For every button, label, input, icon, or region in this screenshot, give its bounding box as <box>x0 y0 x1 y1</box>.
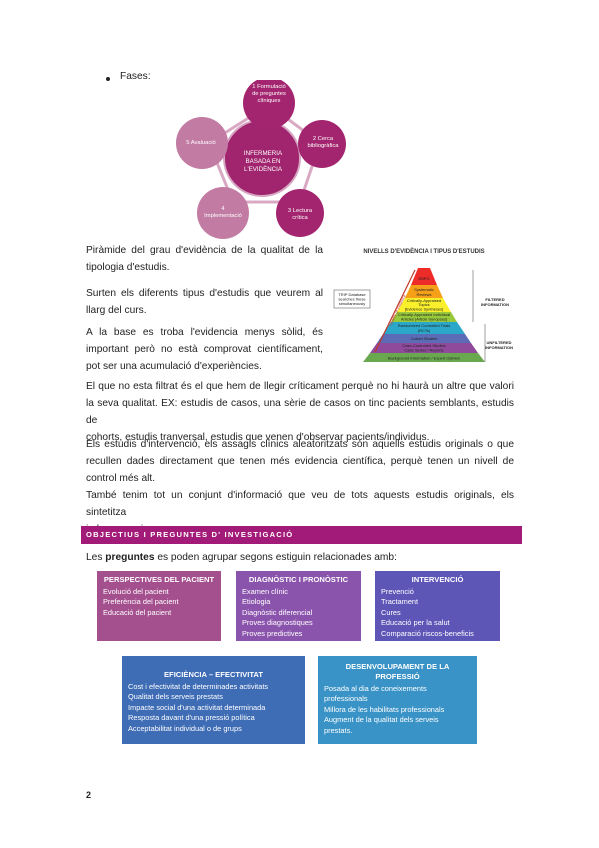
box-eficiencia-title: EFICIÈNCIA – EFECTIVITAT <box>163 670 263 679</box>
box-desenvolupament-item: prestats. <box>324 725 353 735</box>
box-perspectives: PERSPECTIVES DEL PACIENT Evolució del pa… <box>97 571 221 641</box>
box-diagnostic-item: Proves predictives <box>242 628 303 638</box>
pyramid-level-4 <box>391 312 457 322</box>
box-intervencio-item: Comparació riscos-beneficis <box>381 628 474 638</box>
pyramid-level-2-label-a: Systematic <box>414 287 434 292</box>
box-eficiencia-item: Acceptabilitat individual o de grups <box>128 723 242 733</box>
filtered-label-b: INFORMATION <box>481 302 509 307</box>
box-eficiencia-item: Cost i efectivitat de determinades activ… <box>128 682 269 691</box>
pyramid-title: NIVELLS D'EVIDÈNCIA I TIPUS D'ESTUDIS <box>363 247 484 255</box>
filtered-label-a: FILTERED <box>485 297 504 302</box>
pyramid-level-2 <box>405 285 443 298</box>
cycle-step-5-text: 5 Avaluació <box>186 140 216 146</box>
box-perspectives-item: Preferència del pacient <box>103 597 179 607</box>
pyramid-level-3-label-c: [Evidence Syntheses] <box>405 307 443 312</box>
pyramid-level-4-label-b: Articles [Article Synopses] <box>401 317 447 322</box>
paragraph-intervention: Els estudis d'intervenció, els assagis c… <box>86 439 514 484</box>
pyramid-level-5-label-b: (RCTs) <box>418 328 431 333</box>
box-diagnostic-title: DIAGNÒSTIC I PRONÒSTIC <box>248 575 349 584</box>
box-desenvolupament-item: Augment de la qualitat dels serveis <box>324 715 439 725</box>
box-intervencio-item: Tractament <box>381 597 419 607</box>
trip-label-a: TRIP Database <box>338 292 366 297</box>
ebn-cycle-diagram <box>176 80 346 239</box>
pyramid-level-7-label-b: Case Series / Reports <box>404 348 443 353</box>
box-eficiencia: EFICIÈNCIA – EFECTIVITAT Cost i efectivi… <box>122 656 305 744</box>
pyramid-level-7-label-a: Case-Controlled Studies <box>402 343 445 348</box>
box-desenvolupament-item: professionals <box>324 694 368 704</box>
trip-database-box <box>333 289 371 309</box>
pyramid-level-5 <box>383 322 465 334</box>
box-perspectives-item: Educació del pacient <box>103 607 172 617</box>
pyramid-level-7 <box>370 343 478 353</box>
pyramid-level-1-label: EBPG <box>418 276 429 281</box>
unfiltered-label-a: UNFILTERED <box>486 340 511 345</box>
cycle-step-3-text: 3 Lectura crítica <box>287 208 313 221</box>
pyramid-level-1 <box>411 268 437 285</box>
cycle-step-3-circle <box>276 189 324 237</box>
cycle-step-2-text: 2 Cerca bibliogràfica <box>307 136 339 149</box>
cycle-step-5-circle <box>176 117 228 169</box>
questions-intro: Les preguntes es poden agrupar segons es… <box>86 552 397 563</box>
box-eficiencia-item: Resposta davant d'una pressió política <box>128 713 255 723</box>
section-header-bar: OBJECTIUS I PREGUNTES D' INVESTIGACIÓ <box>81 526 522 544</box>
pyramid-level-6 <box>377 334 471 343</box>
box-diagnostic-item: Etiologia <box>242 597 271 607</box>
pyramid-level-3-label-b: Topics <box>418 302 429 307</box>
pyramid-level-2-label-b: Reviews <box>416 292 431 297</box>
pyramid-level-6-label: Cohort Studies <box>411 336 437 341</box>
page-number: 2 <box>86 790 92 800</box>
box-perspectives-item: Evolució del pacient <box>103 587 169 596</box>
cycle-step-4-circle <box>197 187 249 239</box>
pyramid-level-8-label: Background Information / Expert Opinion <box>388 356 460 361</box>
box-diagnostic-item: Diagnòstic diferencial <box>242 607 313 617</box>
box-desenvolupament-title-b: PROFESSIÓ <box>375 672 420 681</box>
cycle-center-text: INFERMERIA BASADA EN L'EVIDÈNCIA <box>243 150 283 173</box>
paragraph-pyramid-base: A la base es troba l'evidencia menys sòl… <box>86 327 323 372</box>
bullet-label: Fases: <box>120 71 151 82</box>
box-intervencio: INTERVENCIÓ Prevenció Tractament Cures E… <box>375 571 500 641</box>
box-eficiencia-item: Impacte social d'una activitat determina… <box>128 702 266 712</box>
box-diagnostic-item: Proves diagnostiques <box>242 618 313 628</box>
cycle-step-1-circle <box>243 80 295 129</box>
paragraph-study-types: Surten els diferents tipus d'estudis que… <box>86 288 323 316</box>
box-intervencio-item: Prevenció <box>381 587 414 596</box>
box-intervencio-title: INTERVENCIÓ <box>411 575 464 584</box>
box-perspectives-title: PERSPECTIVES DEL PACIENT <box>103 575 215 584</box>
pyramid-level-8 <box>363 353 485 362</box>
paragraph-pyramid-intro: Piràmide del grau d'evidència de la qual… <box>86 245 323 273</box>
cycle-step-2-circle <box>298 120 346 168</box>
quality-arrow <box>374 269 416 353</box>
trip-label-b: searches these <box>338 297 366 302</box>
pyramid-level-3-label-a: Critically-Appraised <box>407 298 441 303</box>
section-title: OBJECTIUS I PREGUNTES D' INVESTIGACIÓ <box>86 530 294 539</box>
box-intervencio-item: Educació per la salut <box>381 618 450 628</box>
pyramid-level-5-label-a: Randomized Controlled Trials <box>398 323 450 328</box>
pyramid-level-3 <box>397 298 451 312</box>
cycle-step-1-text: 1 Formulació de preguntes clíniques <box>252 84 286 104</box>
box-desenvolupament-title-a: DESENVOLUPAMENT DE LA <box>345 662 450 671</box>
box-diagnostic-item: Examen clínic <box>242 587 289 596</box>
pyramid-level-4-label-a: Critically-Appraised Individual <box>398 312 451 317</box>
box-desenvolupament: DESENVOLUPAMENT DE LA PROFESSIÓ Posada a… <box>318 656 477 744</box>
box-eficiencia-item: Qualitat dels serveis prestats <box>128 692 223 702</box>
cycle-step-4-text: 4 Implementació <box>204 206 242 219</box>
trip-label-c: simultaneously <box>339 301 365 306</box>
box-intervencio-item: Cures <box>381 607 401 617</box>
paragraph-unfiltered: El que no esta filtrat és el que hem de … <box>86 381 514 443</box>
bullet-dot <box>106 77 110 81</box>
evidence-pyramid-figure: NIVELLS D'EVIDÈNCIA I TIPUS D'ESTUDIS EB… <box>333 247 513 362</box>
box-desenvolupament-item: Millora de les habilitats professionals <box>324 704 445 714</box>
box-diagnostic: DIAGNÒSTIC I PRONÒSTIC Examen clínic Eti… <box>236 571 361 641</box>
box-desenvolupament-item: Posada al dia de coneixements <box>324 684 427 693</box>
unfiltered-label-b: INFORMATION <box>485 345 513 350</box>
